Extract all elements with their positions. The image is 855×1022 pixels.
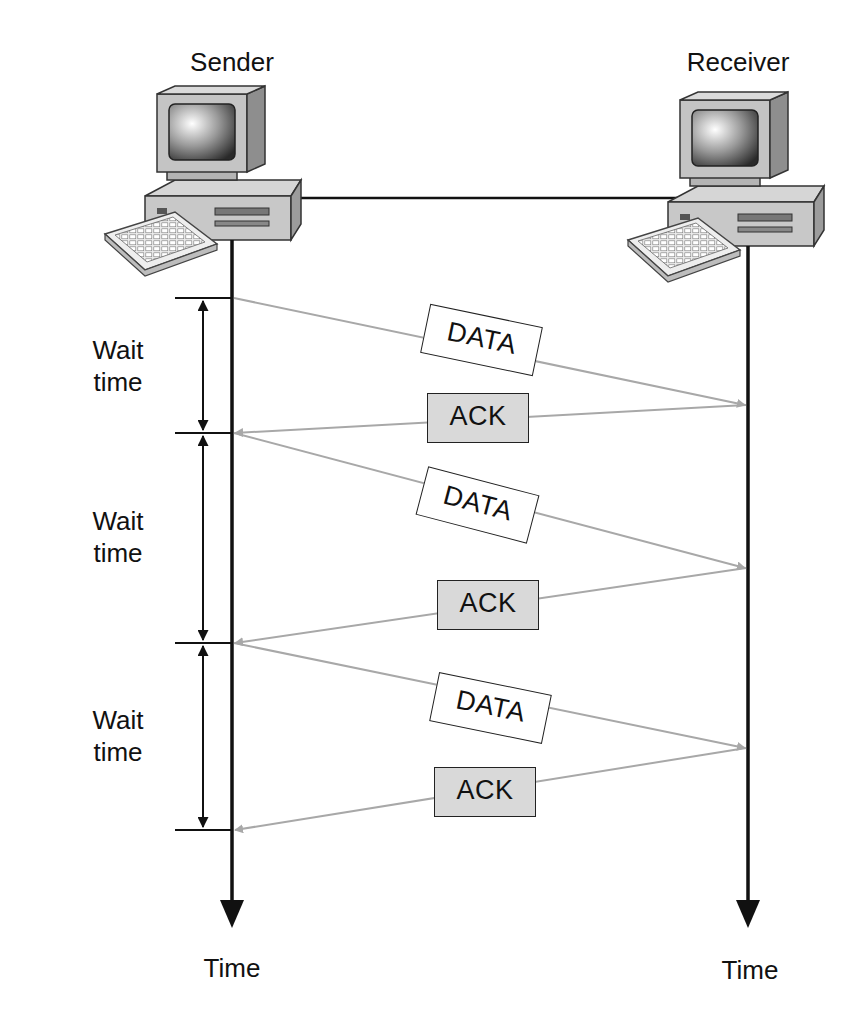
time-axis-label: Time [722, 954, 779, 987]
sender-computer [105, 86, 301, 276]
frame-label: DATA [440, 480, 516, 528]
ack-frame: ACK [434, 767, 536, 817]
bracket-tick [175, 829, 232, 831]
frame-label: ACK [449, 401, 506, 432]
timeline-arrowhead [220, 900, 244, 928]
data-frame: DATA [429, 672, 552, 744]
host-name: Sender [190, 46, 274, 79]
timelines [220, 240, 760, 928]
frame-label: ACK [456, 775, 513, 806]
data-frame: DATA [415, 466, 539, 544]
wait-brackets [175, 298, 232, 830]
receiver-timeline [746, 246, 750, 905]
bracket-tick [175, 297, 232, 299]
frame-label: ACK [459, 588, 516, 619]
ack-arrow [235, 748, 746, 830]
data-arrow [234, 433, 745, 568]
ack-frame: ACK [427, 393, 529, 443]
frame-label: DATA [453, 684, 528, 728]
receiver-computer [628, 92, 824, 282]
data-frame: DATA [420, 304, 543, 376]
message-arrows [234, 298, 746, 830]
network-cable [291, 197, 684, 200]
wait-arrow [202, 436, 204, 640]
wait-time-label: Wait time [78, 334, 158, 399]
time-axis-label: Time [204, 952, 261, 985]
wait-time-label: Wait time [78, 704, 158, 769]
host-name: Receiver [687, 46, 790, 79]
data-arrow [234, 298, 745, 405]
ack-frame: ACK [437, 580, 539, 630]
sender-timeline [230, 240, 234, 905]
bracket-tick [175, 432, 232, 434]
timeline-arrowhead [736, 900, 760, 928]
bracket-tick [175, 642, 232, 644]
frame-label: DATA [444, 316, 519, 361]
wait-arrow [202, 301, 204, 430]
ack-arrow [235, 568, 746, 643]
data-arrow [234, 643, 745, 748]
wait-time-label: Wait time [78, 505, 158, 570]
wait-arrow [202, 646, 204, 827]
